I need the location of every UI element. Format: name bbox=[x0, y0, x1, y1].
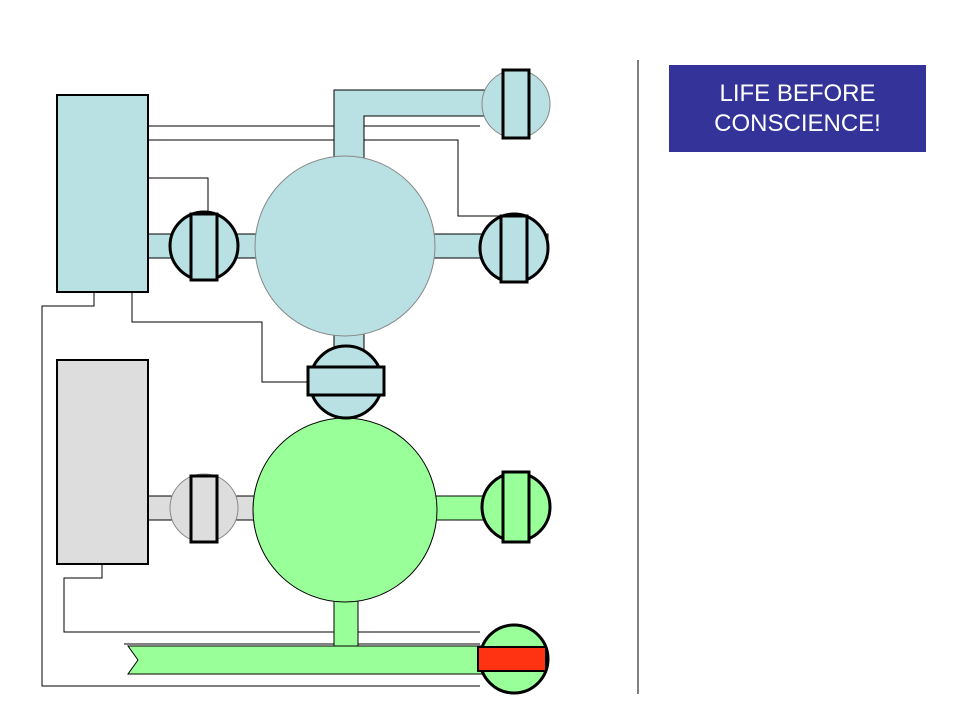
control-wires bbox=[41, 125, 500, 687]
valve-middle[interactable] bbox=[306, 344, 386, 420]
pipe-green-down bbox=[333, 595, 359, 649]
gray-controller-box bbox=[56, 359, 149, 565]
wire-right-blue-valve bbox=[148, 139, 500, 217]
title-line-1: LIFE BEFORE bbox=[719, 79, 876, 107]
wire-middle-valve bbox=[131, 292, 310, 383]
valve-bottom-red[interactable] bbox=[477, 623, 550, 695]
title-box: LIFE BEFORE CONSCIENCE! bbox=[669, 65, 926, 152]
pipe-blue-top-elbow bbox=[333, 89, 486, 161]
green-vessel bbox=[252, 417, 438, 603]
wire-gray-to-bottom bbox=[63, 564, 480, 633]
wire-left-blue-valve bbox=[148, 177, 209, 216]
blue-controller-box bbox=[56, 94, 149, 293]
wire-outer-loop bbox=[41, 292, 480, 687]
valve-right-blue[interactable] bbox=[478, 212, 550, 284]
pipe-green-bottom-arrow bbox=[127, 645, 511, 675]
title-line-2: CONSCIENCE! bbox=[714, 109, 881, 137]
blue-vessel bbox=[254, 155, 436, 337]
valve-left-gray[interactable] bbox=[169, 473, 239, 544]
valve-right-green[interactable] bbox=[480, 470, 552, 544]
valve-top-right[interactable] bbox=[481, 68, 551, 140]
valve-left-blue[interactable] bbox=[168, 210, 240, 282]
